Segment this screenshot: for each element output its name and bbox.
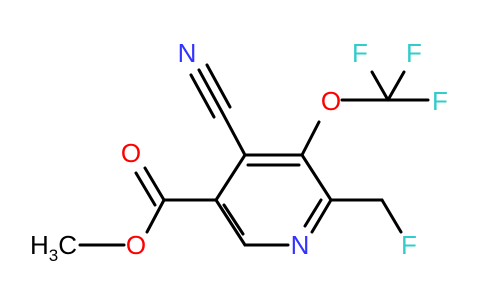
bond-nitrile-2	[189, 73, 216, 119]
atom-o-ester: O	[126, 230, 146, 260]
bond-nitrile-1	[197, 68, 224, 114]
atom-o-ether: O	[321, 86, 341, 116]
methyl-c: C	[58, 230, 77, 260]
bond-ch2-f	[380, 198, 403, 234]
bond-c5-c4	[214, 153, 247, 202]
atom-n-ring: N	[291, 230, 310, 260]
bonds	[78, 63, 430, 247]
bond-nitrile-3	[205, 63, 232, 109]
atom-f-fluoromethyl: F	[401, 230, 417, 260]
bond-c6-c5-inner	[222, 203, 245, 236]
bond-co-double-1	[143, 166, 166, 202]
bond-co-double-2	[134, 171, 157, 207]
methyl-subscript: 3	[49, 246, 58, 265]
bond-c3-c2	[300, 153, 333, 202]
bond-cf3-f2	[386, 70, 406, 102]
bond-c-oester	[145, 198, 166, 234]
bond-c6-c5	[214, 198, 247, 247]
atom-f2: F	[406, 38, 422, 68]
bond-cf3-f1	[370, 70, 390, 102]
methyl-group: H3C	[30, 230, 77, 265]
bond-c2-n	[310, 198, 333, 234]
atom-labels: N O F F F O O H3C N F	[30, 38, 448, 265]
atom-f1: F	[352, 38, 368, 68]
bond-c4-cn	[220, 110, 247, 157]
atom-f3: F	[432, 86, 448, 116]
atom-n-nitrile: N	[178, 38, 197, 68]
atom-o-carbonyl: O	[121, 138, 141, 168]
bond-c3-o	[300, 120, 321, 157]
bond-c2-n-inner	[303, 198, 323, 228]
methyl-h: H	[30, 230, 49, 260]
